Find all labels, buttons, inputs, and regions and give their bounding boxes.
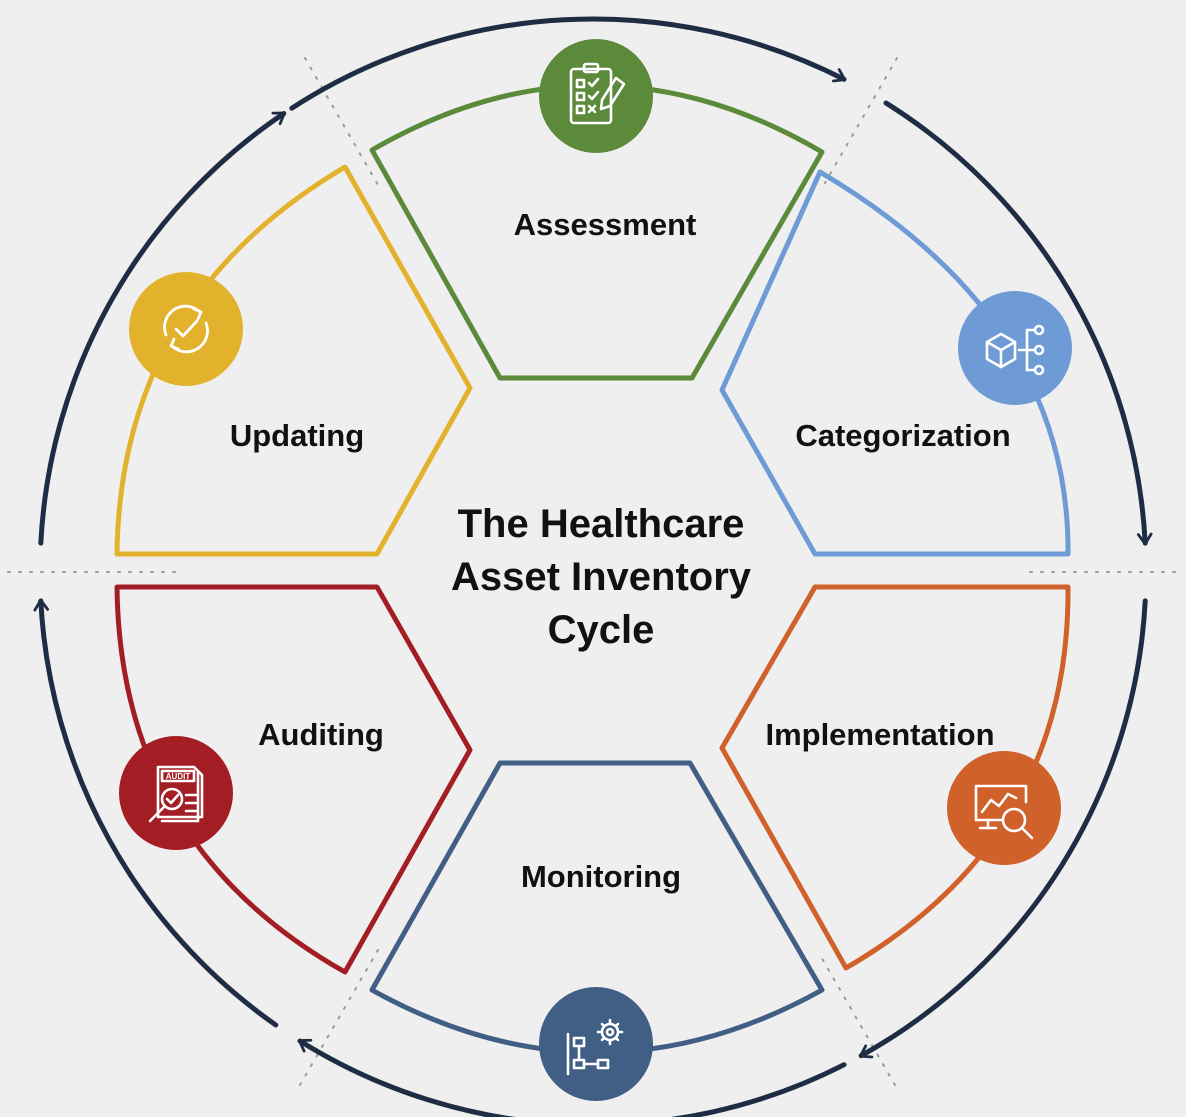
divider-line-upper-right — [824, 57, 898, 184]
flowchart-gear-icon — [539, 987, 653, 1101]
cycle-ring-arrows — [33, 16, 1153, 1117]
segment-label-categorization: Categorization — [795, 418, 1010, 453]
segment-labels: Assessment Categorization Implementation… — [230, 207, 1011, 894]
ring-arrow-upper-right — [883, 100, 1153, 546]
ring-arrow-lower-left — [33, 598, 279, 1028]
segment-label-auditing: Auditing — [258, 717, 384, 752]
divider-lines — [7, 57, 1181, 1086]
center-title-line-2: Asset Inventory — [451, 555, 752, 599]
divider-line-lower-right — [819, 954, 896, 1086]
divider-line-lower-left — [299, 949, 379, 1086]
segment-label-assessment: Assessment — [514, 207, 697, 242]
divider-line-upper-left — [304, 57, 379, 186]
center-title-line-3: Cycle — [548, 608, 655, 652]
monitor-chart-magnifier-icon — [947, 751, 1061, 865]
segment-label-monitoring: Monitoring — [521, 859, 681, 894]
ring-arrow-upper-left — [38, 111, 287, 546]
audit-document-magnifier-icon: AUDIT — [119, 736, 233, 850]
icon-badges: AUDIT — [119, 39, 1072, 1101]
segment-label-updating: Updating — [230, 418, 364, 453]
clipboard-checklist-icon — [539, 39, 653, 153]
box-hierarchy-icon — [958, 291, 1072, 405]
svg-text:AUDIT: AUDIT — [166, 772, 191, 781]
center-title: The Healthcare Asset Inventory Cycle — [451, 502, 752, 652]
ring-arrow-bottom — [297, 1038, 847, 1117]
refresh-check-icon — [129, 272, 243, 386]
ring-arrow-lower-right — [858, 598, 1148, 1059]
segment-label-implementation: Implementation — [765, 717, 994, 752]
ring-arrow-top — [289, 16, 847, 111]
center-title-line-1: The Healthcare — [458, 502, 745, 546]
